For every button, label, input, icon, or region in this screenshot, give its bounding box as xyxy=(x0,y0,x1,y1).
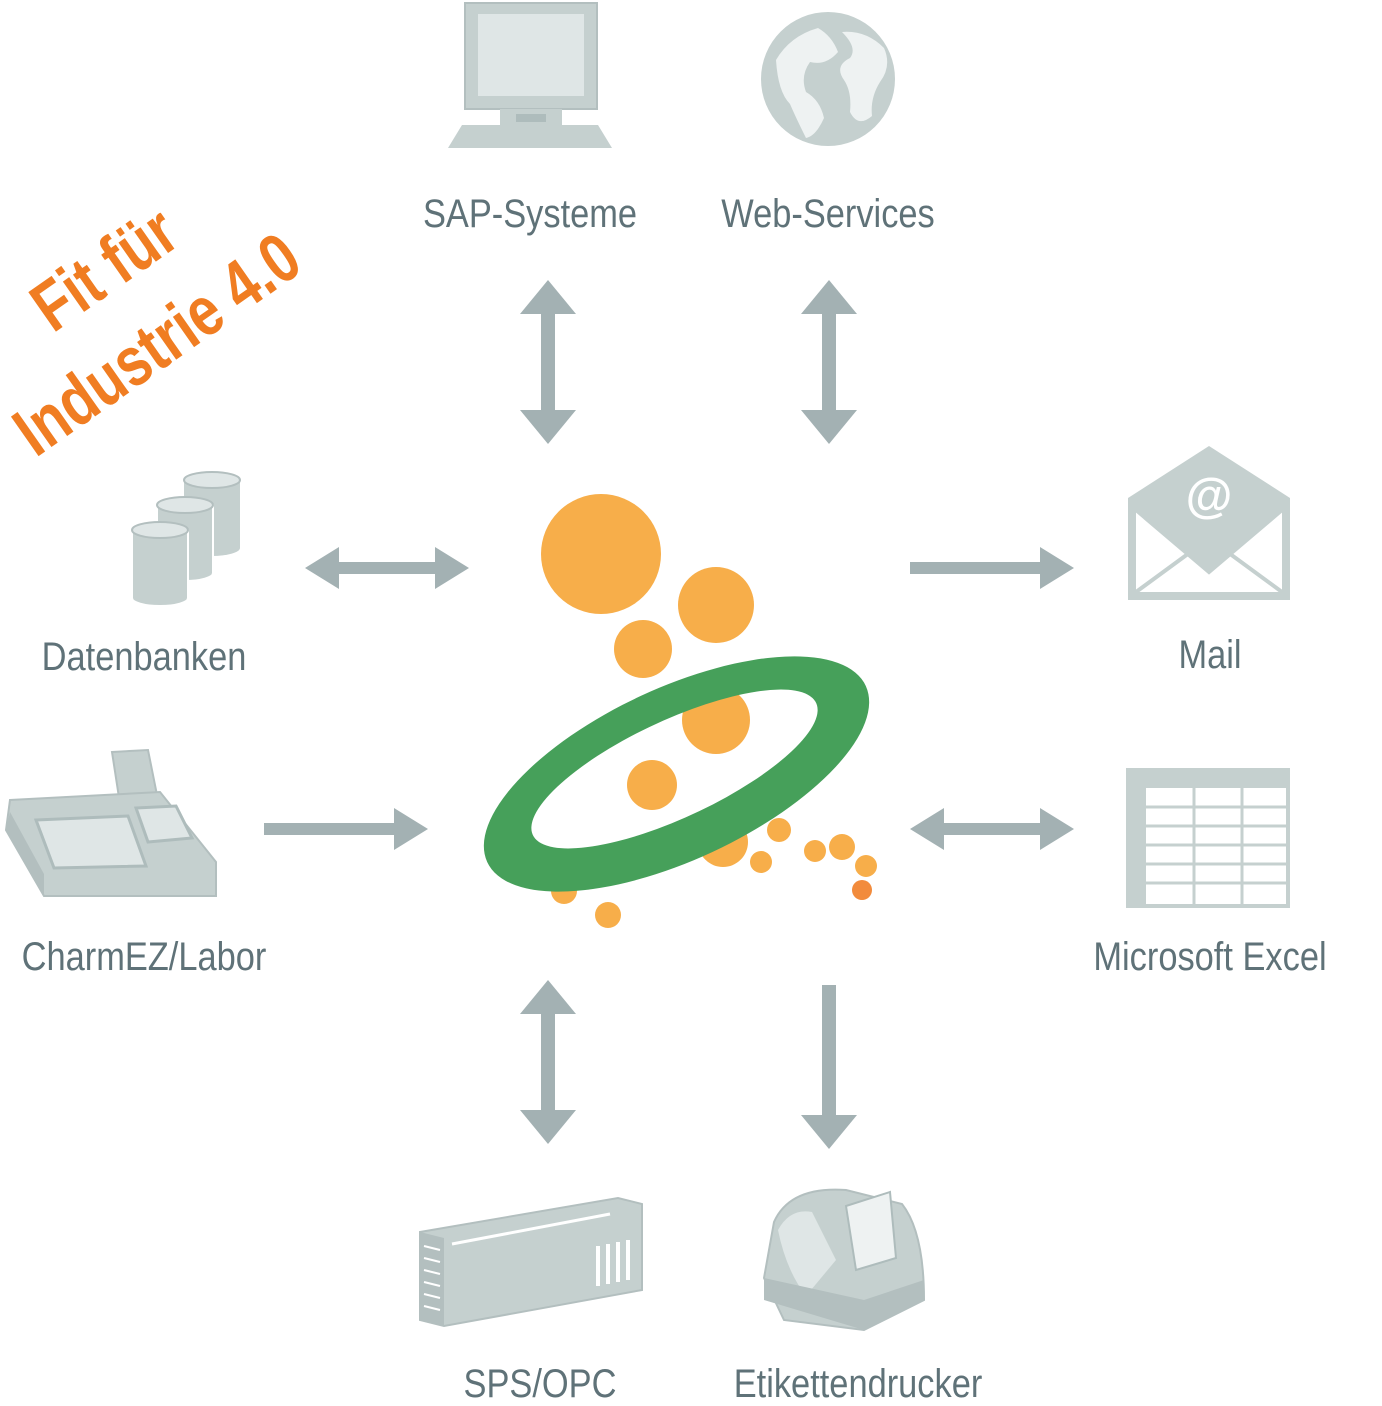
central-logo xyxy=(483,494,877,928)
mail-envelope-icon: @ xyxy=(1128,446,1290,600)
arrow-sap xyxy=(520,280,576,444)
arrow-web xyxy=(801,280,857,444)
label-printer-icon xyxy=(762,1188,926,1332)
label-sps: SPS/OPC xyxy=(463,1362,617,1406)
spreadsheet-icon xyxy=(1126,768,1290,908)
arrow-printer xyxy=(801,985,857,1149)
label-sap: SAP-Systeme xyxy=(422,192,638,236)
svg-text:@: @ xyxy=(1186,470,1233,523)
label-lab: CharmEZ/Labor xyxy=(21,935,267,979)
arrow-excel xyxy=(910,808,1074,850)
label-mail: Mail xyxy=(1178,633,1242,677)
database-cylinders-icon xyxy=(131,471,241,607)
arrow-db xyxy=(305,547,469,589)
lab-device-icon xyxy=(4,748,217,897)
label-db: Datenbanken xyxy=(41,635,247,679)
arrow-sps xyxy=(520,980,576,1144)
label-web: Web-Services xyxy=(721,192,935,236)
globe-icon xyxy=(761,12,895,146)
computer-monitor-icon xyxy=(448,2,612,148)
label-excel: Microsoft Excel xyxy=(1093,935,1327,979)
arrow-mail xyxy=(910,547,1074,589)
label-printer: Etikettendrucker xyxy=(733,1362,983,1406)
arrow-lab xyxy=(264,808,428,850)
plc-module-icon xyxy=(419,1196,643,1328)
